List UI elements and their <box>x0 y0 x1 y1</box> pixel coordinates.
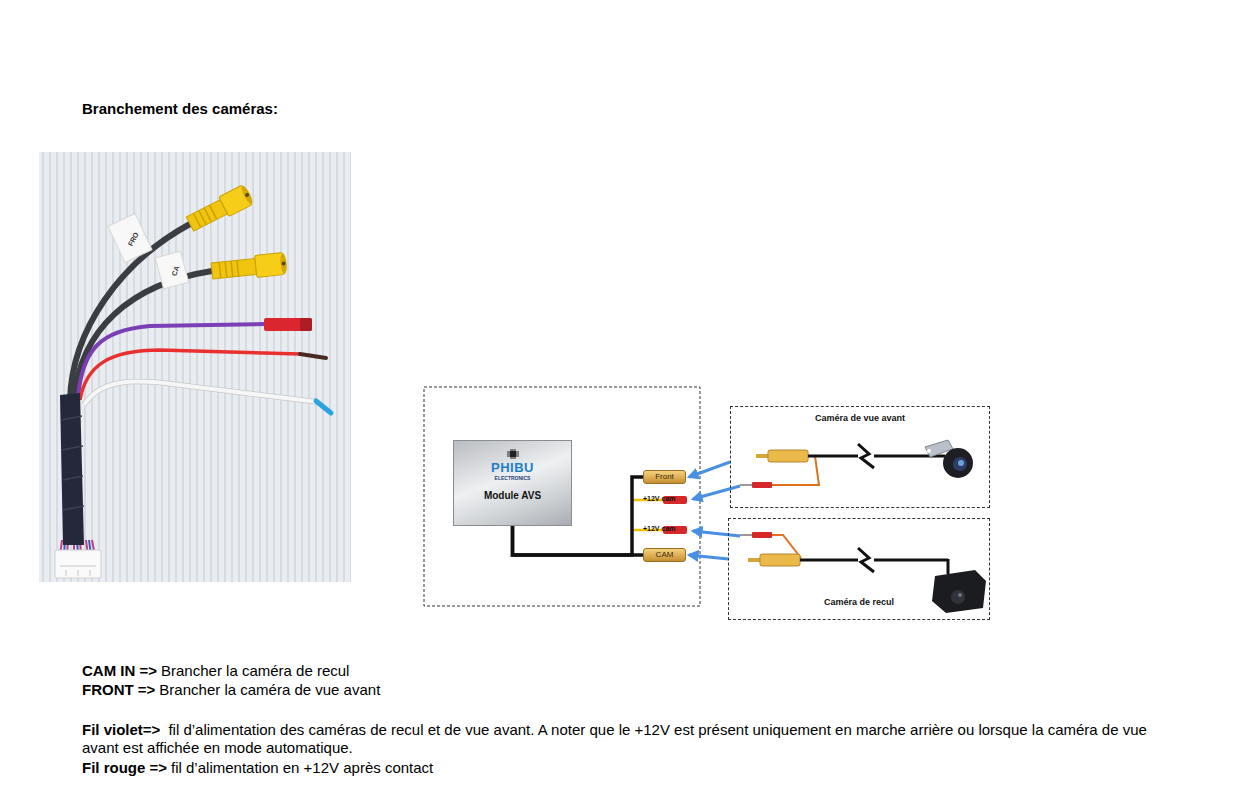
power-arrow <box>693 531 740 536</box>
pin-label: +12V cam <box>643 495 676 502</box>
brand-logo: PHIBU <box>491 461 534 475</box>
group-title: Caméra de vue avant <box>815 413 905 424</box>
tape-sleeve <box>60 393 84 545</box>
camera-lens <box>951 590 965 604</box>
lens-glint <box>958 460 964 466</box>
harness-plug <box>55 550 101 578</box>
note-line: FRONT =>Brancher la caméra de vue avant <box>82 681 1182 699</box>
connection-arrow <box>689 462 730 477</box>
rca-connector <box>211 252 288 282</box>
pin-label-box: +12V cam <box>643 517 676 535</box>
rca-hole <box>244 192 249 197</box>
front-camera <box>943 448 973 478</box>
rca-pin <box>748 558 761 562</box>
rca-plug <box>768 450 808 462</box>
note-key: Fil violet=> <box>82 721 160 738</box>
rca-socket <box>255 253 285 278</box>
rca-socket: Front <box>643 470 686 484</box>
module-box: PHIBUELECTRONICS Module AVS <box>453 440 572 526</box>
power-arrow <box>693 486 740 499</box>
cable-break-symbol <box>858 548 874 572</box>
module-group-outline <box>424 387 700 606</box>
chip-icon <box>507 449 519 459</box>
camera-lens <box>953 457 967 471</box>
red-wire <box>80 350 300 400</box>
rca-ribs <box>193 205 216 227</box>
tag-text: CA <box>170 265 180 277</box>
note-text: Brancher la caméra de vue avant <box>159 681 380 698</box>
cable-tag <box>155 251 188 289</box>
note-line: CAM IN =>Brancher la caméra de recul <box>82 662 1182 680</box>
tag-paper <box>155 251 188 289</box>
lens-glint <box>958 593 962 597</box>
rca-body <box>186 200 227 232</box>
bracket-hole <box>927 449 931 453</box>
connection-arrow <box>689 555 728 559</box>
cable-break-gap <box>858 444 874 468</box>
wire-tip <box>300 354 326 358</box>
rca-pin <box>756 454 769 458</box>
pin <box>740 534 753 536</box>
pin-label-box: +12V cam <box>643 487 676 505</box>
cable-break-symbol <box>858 444 874 468</box>
note-text: fil d’alimentation en +12V après contact <box>171 759 433 776</box>
chip-pins <box>507 449 519 459</box>
wire <box>513 526 644 555</box>
video-cable <box>947 559 950 574</box>
rca-ribs <box>219 260 239 278</box>
rca-hole <box>281 261 285 265</box>
camera-group: Caméra de vue avant <box>730 406 990 508</box>
connector-label: CAM <box>656 550 674 560</box>
note-line: Fil violet=>fil d’alimentation des camér… <box>82 721 1152 757</box>
chip-body <box>510 451 516 457</box>
tape-texture <box>62 416 84 510</box>
wire-tip <box>316 401 331 413</box>
rca-opening <box>280 253 288 274</box>
connector-end <box>300 318 312 331</box>
red-spade-connector <box>264 318 312 331</box>
plug-ridges <box>60 566 96 576</box>
white-wire-outline <box>84 382 318 405</box>
module-name: Module AVS <box>484 490 541 502</box>
title-block: Branchement des caméras: <box>82 100 278 118</box>
red-power-plug <box>752 482 772 488</box>
rca-connector <box>185 184 255 234</box>
page-title: Branchement des caméras: <box>82 100 278 117</box>
note-key: Fil rouge => <box>82 759 167 776</box>
note-text: Brancher la caméra de recul <box>161 662 349 679</box>
rca-plug <box>760 554 800 566</box>
photo-background <box>39 152 351 582</box>
rca-body <box>211 258 256 279</box>
cable-break-gap <box>858 548 874 572</box>
tag-paper <box>108 214 152 263</box>
pin-label: +12V cam <box>643 525 676 532</box>
video-cable <box>808 455 945 458</box>
brand-subtitle: ELECTRONICS <box>495 475 531 481</box>
cable-tag <box>108 214 152 263</box>
pin <box>740 484 753 486</box>
rear-camera <box>932 570 986 613</box>
rca-opening <box>240 185 254 206</box>
connector-label: Front <box>655 472 674 482</box>
red-power-plug <box>752 532 772 538</box>
camera-group: Caméra de recul <box>728 518 990 620</box>
note-key: FRONT => <box>82 681 155 698</box>
rca-socket: CAM <box>643 548 686 562</box>
note-line: Fil rouge =>fil d’alimentation en +12V a… <box>82 759 1182 777</box>
group-title: Caméra de recul <box>824 597 894 608</box>
note-text: fil d’alimentation des caméras de recul … <box>82 721 1147 756</box>
note-key: CAM IN => <box>82 662 157 679</box>
white-wire <box>84 382 318 405</box>
